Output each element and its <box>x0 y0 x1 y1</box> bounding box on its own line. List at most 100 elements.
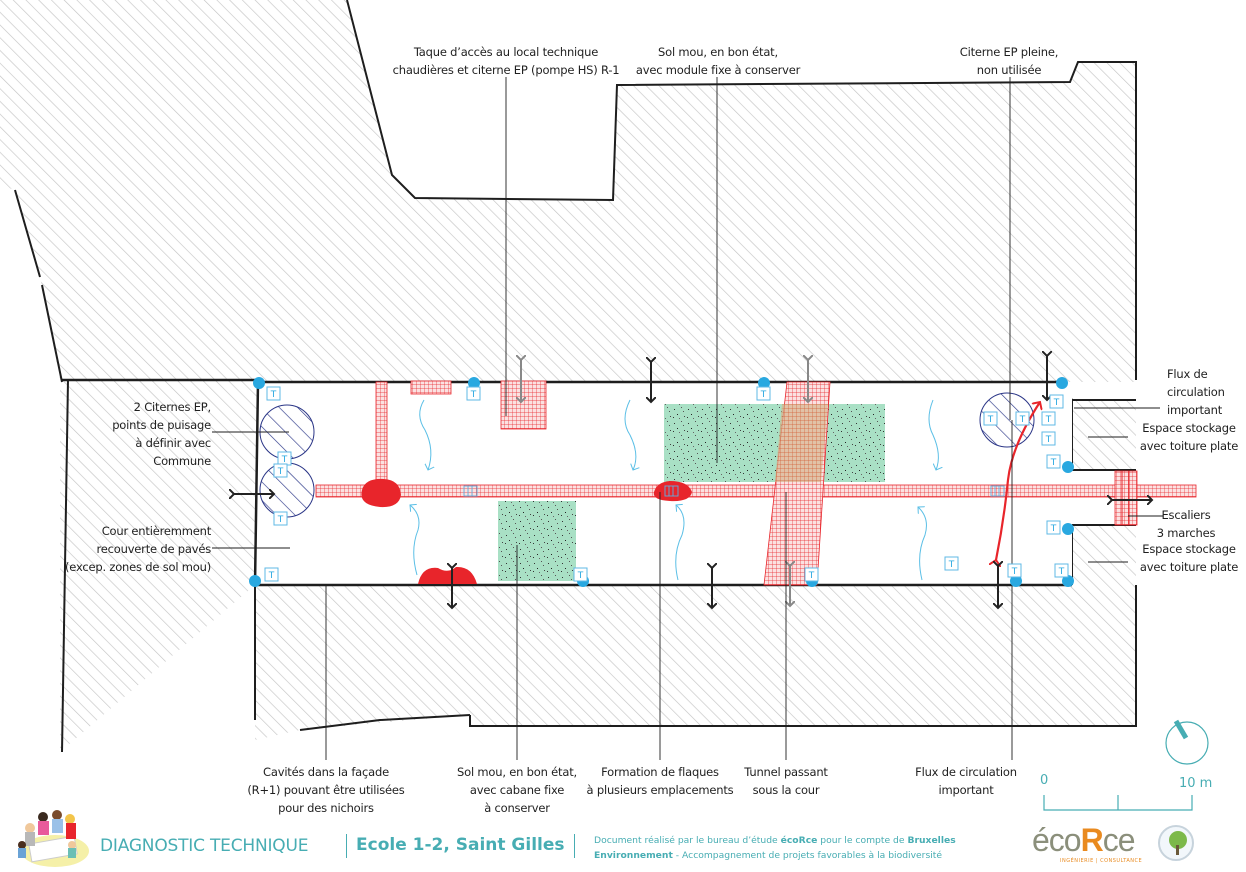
stairs-three-steps <box>1114 470 1138 526</box>
annotation-line: Formation de flaques <box>601 765 719 779</box>
ecorce-logo-tagline: INGÉNIERIE | CONSULTANCE <box>1060 858 1143 864</box>
tap-marker-icon: T <box>1007 563 1022 578</box>
scale-start-label: 0 <box>1040 773 1049 788</box>
drain-grate-top-left <box>410 380 452 395</box>
runoff-flow-arrows <box>410 399 938 581</box>
credit-text: pour le compte de <box>817 835 908 846</box>
logo-part: ce <box>1102 822 1136 858</box>
tap-marker-icon: T <box>1054 563 1069 578</box>
annotation-line: 2 Citernes EP, <box>133 400 212 414</box>
drain-vertical-left <box>375 381 388 486</box>
annotation-line: Espace stockage <box>1142 421 1236 435</box>
drain-channels <box>315 380 1197 586</box>
annotation-line: Cour entièremment <box>101 524 212 538</box>
annotation-line: pour des nichoirs <box>278 801 374 815</box>
annotation-line: (R+1) pouvant être utilisées <box>247 783 405 797</box>
access-hatch-technical-room <box>500 380 547 430</box>
soft-ground-zone-top <box>664 404 885 482</box>
tap-marker-icon: T <box>1041 411 1056 426</box>
annotation-line: avec toiture plate <box>1139 439 1239 453</box>
tap-marker-letter: T <box>277 515 284 525</box>
annotation-line: recouverte de pavés <box>96 542 212 556</box>
footer-school-name: Ecole 1-2, Saint Gilles <box>356 835 565 855</box>
access-arrows <box>234 356 1152 608</box>
annotation-facade-cavities: Cavités dans la façade (R+1) pouvant êtr… <box>247 763 404 817</box>
credit-client: Bruxelles <box>907 835 956 846</box>
annotation-line: non utilisée <box>976 63 1042 77</box>
annotation-line: Sol mou, en bon état, <box>658 45 778 59</box>
annotation-line: avec cabane fixe <box>469 783 565 797</box>
tap-marker-letter: T <box>948 560 955 570</box>
annotation-soft-ground-top: Sol mou, en bon état, avec module fixe à… <box>636 43 800 79</box>
tap-marker-icon: T <box>1046 520 1061 535</box>
tap-marker-letter: T <box>1053 398 1060 408</box>
tap-marker-letter: T <box>760 390 767 400</box>
tap-marker-letter: T <box>1045 435 1052 445</box>
annotation-line: (excep. zones de sol mou) <box>65 560 211 574</box>
tap-marker-letter: T <box>1045 415 1052 425</box>
annotation-tunnel: Tunnel passant sous la cour <box>744 763 828 799</box>
credit-text: Document réalisé par le bureau d’étude <box>594 835 781 846</box>
building-east-storage-bottom <box>1072 525 1136 585</box>
tap-marker-letter: T <box>987 415 994 425</box>
ecorce-tree-logo <box>1158 825 1194 861</box>
tap-marker-letter: T <box>470 390 477 400</box>
annotation-line: important <box>1167 403 1223 417</box>
annotation-storage-bottom: Espace stockage avec toiture plate <box>1140 540 1238 576</box>
tunnel-access-arrows <box>521 360 808 606</box>
tap-marker-letter: T <box>808 571 815 581</box>
annotation-two-cisterns: 2 Citernes EP, points de puisage à défin… <box>70 398 211 470</box>
annotation-line: points de puisage <box>112 418 211 432</box>
tap-marker-letter: T <box>1019 415 1026 425</box>
tap-marker-letter: T <box>1011 567 1018 577</box>
tap-marker-icon: T <box>273 511 288 526</box>
tap-marker-icon: T <box>273 463 288 478</box>
tap-marker-icon: T <box>944 556 959 571</box>
tap-marker-letter: T <box>270 390 277 400</box>
credit-client: Environnement <box>594 850 673 861</box>
annotation-line: à définir avec <box>135 436 211 450</box>
annotation-puddles: Formation de flaques à plusieurs emplace… <box>587 763 734 799</box>
tap-marker-icon: T <box>756 386 771 401</box>
north-arrow-icon <box>1165 719 1209 765</box>
annotation-line: Escaliers <box>1161 508 1211 522</box>
annotation-circulation-flow-right: Flux de circulation important <box>1167 365 1225 419</box>
annotation-line: à conserver <box>484 801 550 815</box>
annotation-line: Espace stockage <box>1142 542 1236 556</box>
scale-end-label: 10 m <box>1179 776 1213 791</box>
footer-divider <box>574 834 575 858</box>
annotation-line: Cavités dans la façade <box>263 765 389 779</box>
tap-marker-icon: T <box>1041 431 1056 446</box>
annotation-paved-courtyard: Cour entièremment recouverte de pavés (e… <box>40 522 211 576</box>
annotation-line: Tunnel passant <box>744 765 828 779</box>
annotation-full-cistern: Citerne EP pleine, non utilisée <box>959 43 1059 79</box>
tap-marker-icon: T <box>466 386 481 401</box>
tap-marker-icon: T <box>1049 394 1064 409</box>
annotation-line: Flux de circulation <box>915 765 1017 779</box>
building-north-west <box>0 0 1136 382</box>
tap-marker-letter: T <box>577 571 584 581</box>
footer-divider <box>346 834 347 858</box>
tap-marker-icon: T <box>266 386 281 401</box>
annotation-stairs: Escaliers 3 marches <box>1157 506 1216 542</box>
annotation-line: Citerne EP pleine, <box>959 45 1059 59</box>
tap-marker-icon: T <box>264 567 279 582</box>
team-illustration <box>18 810 89 867</box>
annotation-circulation-flow-bottom: Flux de circulation important <box>915 763 1017 799</box>
tap-marker-icon: T <box>573 567 588 582</box>
building-west <box>60 380 258 752</box>
tap-marker-icon: T <box>277 451 292 466</box>
tap-marker-icon: T <box>983 411 998 426</box>
tap-marker-letter: T <box>277 467 284 477</box>
circulation-flow-arrow <box>996 402 1040 560</box>
annotation-line: avec module fixe à conserver <box>635 63 801 77</box>
annotation-line: Commune <box>153 454 211 468</box>
annotation-line: sous la cour <box>752 783 820 797</box>
tap-marker-icon: T <box>1015 411 1030 426</box>
logo-part: R <box>1080 822 1104 858</box>
annotation-line: à plusieurs emplacements <box>586 783 734 797</box>
tap-marker-letter: T <box>268 571 275 581</box>
credit-line-2: Environnement - Accompagnement de projet… <box>594 848 956 863</box>
soft-ground-zone-bottom <box>498 501 576 581</box>
